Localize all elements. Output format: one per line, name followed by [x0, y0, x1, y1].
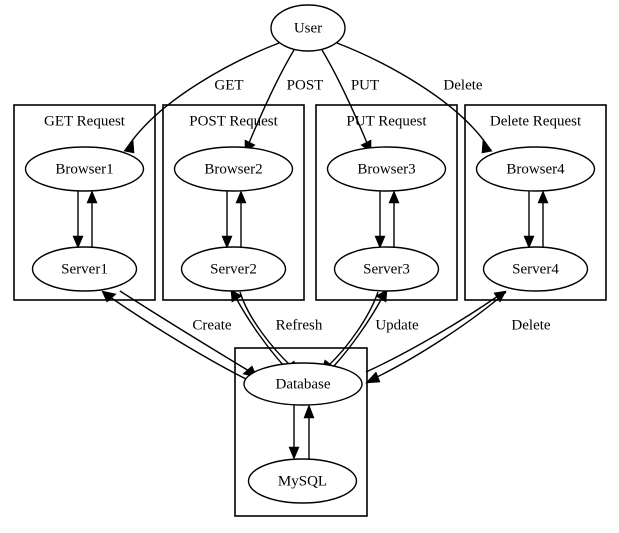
node-ellipse-browser1	[24, 146, 145, 192]
node-user[interactable]: User	[270, 4, 346, 52]
node-ellipse-browser4	[475, 146, 596, 192]
edge-server3-to-browser3	[388, 190, 400, 248]
node-browser4[interactable]: Browser4	[475, 146, 596, 192]
edge-label-delete-db: Delete	[511, 317, 550, 333]
cluster-label-delete: Delete Request	[490, 113, 582, 129]
node-ellipse-browser2	[173, 146, 294, 192]
cluster-database	[234, 347, 368, 517]
node-database[interactable]: Database	[243, 362, 363, 406]
edge-server3-to-database	[320, 291, 379, 373]
node-ellipse-mysql	[247, 458, 358, 504]
node-label-server3: Server3	[363, 261, 410, 277]
node-label-browser1: Browser1	[55, 161, 113, 177]
edge-user-to-browser3	[321, 49, 372, 153]
node-server1[interactable]: Server1	[31, 246, 138, 292]
cluster-delete-request: Delete Request	[464, 104, 607, 301]
edge-browser4-to-server4	[523, 191, 535, 249]
edge-server4-to-database	[365, 291, 507, 384]
node-ellipse-database	[243, 362, 363, 406]
node-ellipse-server1	[31, 246, 138, 292]
cluster-put-request: PUT Request	[315, 104, 458, 301]
edge-label-delete: Delete	[443, 77, 482, 93]
cluster-label-post: POST Request	[189, 113, 278, 129]
cluster-label-get: GET Request	[44, 113, 126, 129]
edge-label-refresh: Refresh	[276, 317, 323, 333]
edge-database-to-server2	[230, 289, 285, 367]
node-label-mysql: MySQL	[278, 473, 327, 489]
node-label-server2: Server2	[210, 261, 257, 277]
edge-database-to-server3	[333, 289, 388, 367]
node-ellipse-browser3	[326, 146, 447, 192]
node-label-server1: Server1	[61, 261, 108, 277]
edge-server4-to-browser4	[537, 190, 549, 248]
edge-browser1-to-server1	[72, 191, 84, 249]
edge-server2-to-browser2	[235, 190, 247, 248]
node-mysql[interactable]: MySQL	[247, 458, 358, 504]
node-browser1[interactable]: Browser1	[24, 146, 145, 192]
edge-label-post: POST	[287, 77, 324, 93]
edge-user-to-browser4	[336, 42, 493, 154]
node-label-browser2: Browser2	[204, 161, 262, 177]
edge-mysql-to-database	[303, 404, 315, 459]
node-ellipse-server3	[333, 246, 440, 292]
cluster-box-get	[13, 104, 156, 301]
edge-browser3-to-server3	[374, 191, 386, 249]
cluster-box-put	[315, 104, 458, 301]
node-label-user: User	[294, 20, 322, 36]
edge-browser2-to-server2	[221, 191, 233, 249]
node-ellipse-server4	[482, 246, 589, 292]
cluster-get-request: GET Request	[13, 104, 156, 301]
cluster-label-put: PUT Request	[346, 113, 427, 129]
cluster-box-database	[234, 347, 368, 517]
node-server4[interactable]: Server4	[482, 246, 589, 292]
edge-label-update: Update	[375, 317, 419, 333]
edge-database-to-server1	[101, 290, 249, 381]
node-server2[interactable]: Server2	[180, 246, 287, 292]
node-ellipse-server2	[180, 246, 287, 292]
cluster-box-delete	[464, 104, 607, 301]
node-label-server4: Server4	[512, 261, 559, 277]
node-browser3[interactable]: Browser3	[326, 146, 447, 192]
edge-label-create: Create	[192, 317, 231, 333]
node-ellipse-user	[270, 4, 346, 52]
edge-database-to-server4	[365, 290, 507, 373]
node-label-database: Database	[276, 376, 331, 392]
edge-label-put: PUT	[351, 77, 379, 93]
node-browser2[interactable]: Browser2	[173, 146, 294, 192]
edge-database-to-mysql	[288, 405, 300, 460]
edge-user-to-browser2	[244, 49, 295, 153]
edge-user-to-browser1	[123, 42, 280, 154]
node-label-browser4: Browser4	[506, 161, 565, 177]
edge-label-get: GET	[214, 77, 243, 93]
node-server3[interactable]: Server3	[333, 246, 440, 292]
node-label-browser3: Browser3	[357, 161, 415, 177]
edge-server1-to-database	[119, 290, 258, 378]
edge-server1-to-browser1	[86, 190, 98, 248]
